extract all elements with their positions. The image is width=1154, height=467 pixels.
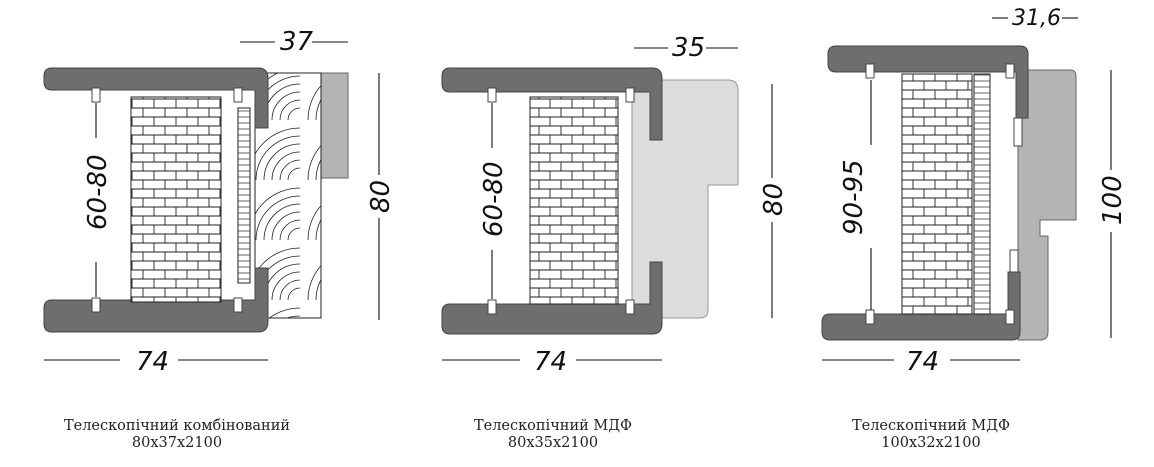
profile-2-brick-wall <box>529 96 619 305</box>
profile-2-bottom-frame <box>441 261 663 335</box>
profile-3-insulation <box>973 73 991 315</box>
profile-2-height-dimension: 80 <box>759 183 789 216</box>
profile-3-size: 100х32х2100 <box>881 435 981 451</box>
profile-1-wall-dimension: 60-80 <box>83 154 113 230</box>
profile-2-width-dimension: 74 <box>534 347 567 377</box>
profile-1-width-dimension: 74 <box>136 347 169 377</box>
profile-1-height-dimension: 80 <box>366 180 396 213</box>
profile-1-top-frame <box>43 67 269 129</box>
profile-1-drawing: 60-80 74 37 80 <box>43 27 396 377</box>
profile-3-caption: Телескопічний МДФ 100х32х2100 <box>751 418 1111 452</box>
profile-3-extension <box>1017 69 1077 341</box>
profile-2-drawing: 60-80 74 35 80 <box>441 33 789 377</box>
profile-2-depth-dimension: 35 <box>672 33 705 63</box>
profile-1-brick-wall <box>130 96 222 303</box>
profile-1-caption: Телескопічний комбінований 80х37х2100 <box>0 418 357 452</box>
profile-3-wall-dimension: 90-95 <box>839 159 869 235</box>
profile-3-height-dimension: 100 <box>1098 175 1128 225</box>
profile-1-name: Телескопічний комбінований <box>63 418 291 434</box>
profile-2-top-frame <box>441 67 663 141</box>
profile-3-width-dimension: 74 <box>906 347 939 377</box>
profile-2-extension <box>631 79 739 319</box>
profile-2-size: 80х35х2100 <box>507 435 599 451</box>
profile-3-name: Телескопічний МДФ <box>851 418 1011 434</box>
profile-3-brick-wall <box>901 73 973 315</box>
profile-3-top-frame <box>827 45 1029 119</box>
profile-3-depth-dimension: 31,6 <box>1012 6 1061 31</box>
profile-2-name: Телескопічний МДФ <box>473 418 633 434</box>
profile-1-size: 80х37х2100 <box>131 435 223 451</box>
profile-3-drawing: 90-95 74 31,6 100 <box>821 6 1128 377</box>
profile-1-insulation <box>237 107 251 284</box>
profile-2-caption: Телескопічний МДФ 80х35х2100 <box>373 418 733 452</box>
profile-2-wall-dimension: 60-80 <box>479 161 509 237</box>
profile-1-depth-dimension: 37 <box>280 27 314 57</box>
